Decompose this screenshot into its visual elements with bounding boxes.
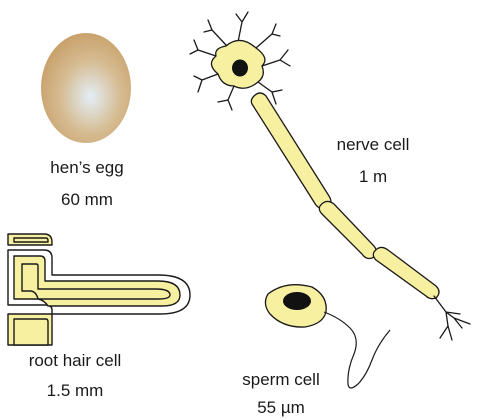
root-hair-cell-size: 1.5 mm	[10, 381, 140, 401]
hens-egg-label: hen’s egg 60 mm	[30, 158, 144, 210]
nerve-cell-name: nerve cell	[318, 135, 428, 155]
nerve-cell-label: nerve cell 1 m	[318, 135, 428, 187]
sperm-cell-nucleus	[283, 292, 311, 310]
sperm-cell-size: 55 µm	[224, 398, 338, 418]
root-hair-cell-drawing	[8, 234, 190, 345]
hens-egg-shape	[41, 33, 131, 143]
sperm-cell-label: sperm cell 55 µm	[224, 370, 338, 418]
root-hair-cell-name: root hair cell	[10, 351, 140, 371]
hens-egg-size: 60 mm	[30, 190, 144, 210]
sperm-cell-name: sperm cell	[224, 370, 338, 390]
nerve-cell-size: 1 m	[318, 167, 428, 187]
nerve-cell-nucleus	[232, 60, 248, 77]
root-hair-cell-label: root hair cell 1.5 mm	[10, 351, 140, 401]
hens-egg-name: hen’s egg	[30, 158, 144, 178]
